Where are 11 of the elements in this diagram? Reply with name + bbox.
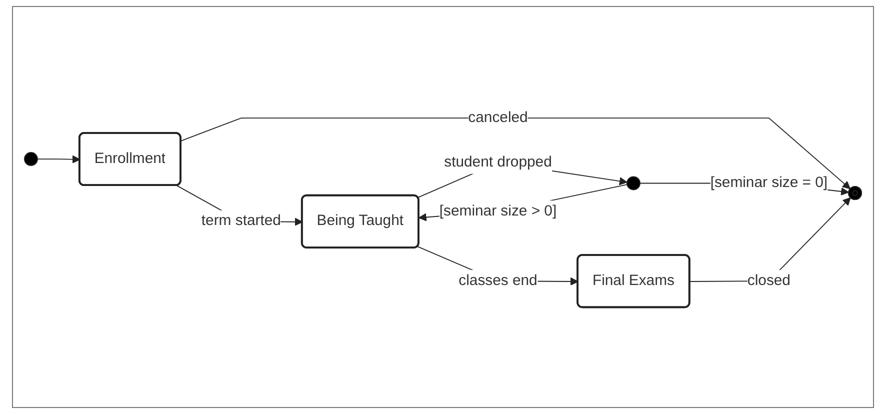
edge-label: canceled bbox=[468, 110, 528, 126]
node-circle bbox=[24, 152, 38, 166]
edge-label: classes end bbox=[458, 272, 538, 289]
arrow bbox=[180, 118, 850, 190]
node-circle bbox=[626, 176, 640, 190]
edge-label: student dropped bbox=[444, 154, 552, 170]
edge-label: term started bbox=[201, 213, 281, 229]
edge-label: closed bbox=[747, 272, 790, 289]
arrow bbox=[37, 155, 80, 164]
edge-label: [seminar size = 0] bbox=[710, 174, 828, 191]
edge-label: [seminar size > 0] bbox=[439, 203, 557, 220]
